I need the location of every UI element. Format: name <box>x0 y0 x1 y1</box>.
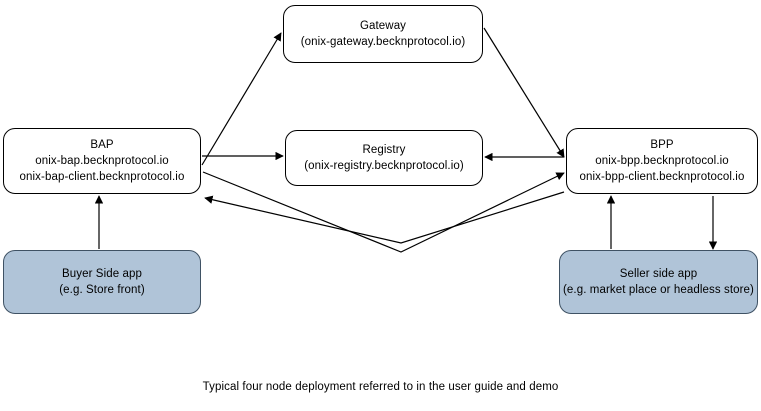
node-bpp-title: BPP <box>650 139 674 151</box>
node-bap-host-client: onix-bap-client.becknprotocol.io <box>19 171 185 183</box>
node-gateway-host: (onix-gateway.becknprotocol.io) <box>300 36 466 48</box>
node-seller-subtitle: (e.g. market place or headless store) <box>563 284 754 296</box>
node-registry-host: (onix-registry.becknprotocol.io) <box>304 160 464 172</box>
node-registry[interactable]: Registry (onix-registry.becknprotocol.io… <box>285 130 483 186</box>
node-bpp[interactable]: BPP onix-bpp.becknprotocol.io onix-bpp-c… <box>566 128 758 194</box>
node-buyer-subtitle: (e.g. Store front) <box>59 284 145 296</box>
node-bpp-host: onix-bpp.becknprotocol.io <box>595 155 729 167</box>
edge-bap-to-gateway <box>201 32 282 166</box>
node-seller-side-app[interactable]: Seller side app (e.g. market place or he… <box>559 250 758 314</box>
node-registry-title: Registry <box>362 144 406 156</box>
node-bap-host: onix-bap.becknprotocol.io <box>35 155 169 167</box>
node-seller-title: Seller side app <box>619 268 698 280</box>
node-buyer-side-app[interactable]: Buyer Side app (e.g. Store front) <box>3 250 201 314</box>
edge-bap-to-bpp <box>202 171 565 253</box>
node-gateway[interactable]: Gateway (onix-gateway.becknprotocol.io) <box>283 5 483 63</box>
edge-gateway-to-bpp <box>483 27 565 158</box>
node-bap-title: BAP <box>90 139 114 151</box>
node-gateway-title: Gateway <box>359 20 407 32</box>
node-buyer-title: Buyer Side app <box>61 268 143 280</box>
edge-bpp-to-bap <box>204 191 565 244</box>
node-bap[interactable]: BAP onix-bap.becknprotocol.io onix-bap-c… <box>3 128 201 194</box>
diagram-caption: Typical four node deployment referred to… <box>202 381 559 393</box>
node-bpp-host-client: onix-bpp-client.becknprotocol.io <box>579 171 745 183</box>
